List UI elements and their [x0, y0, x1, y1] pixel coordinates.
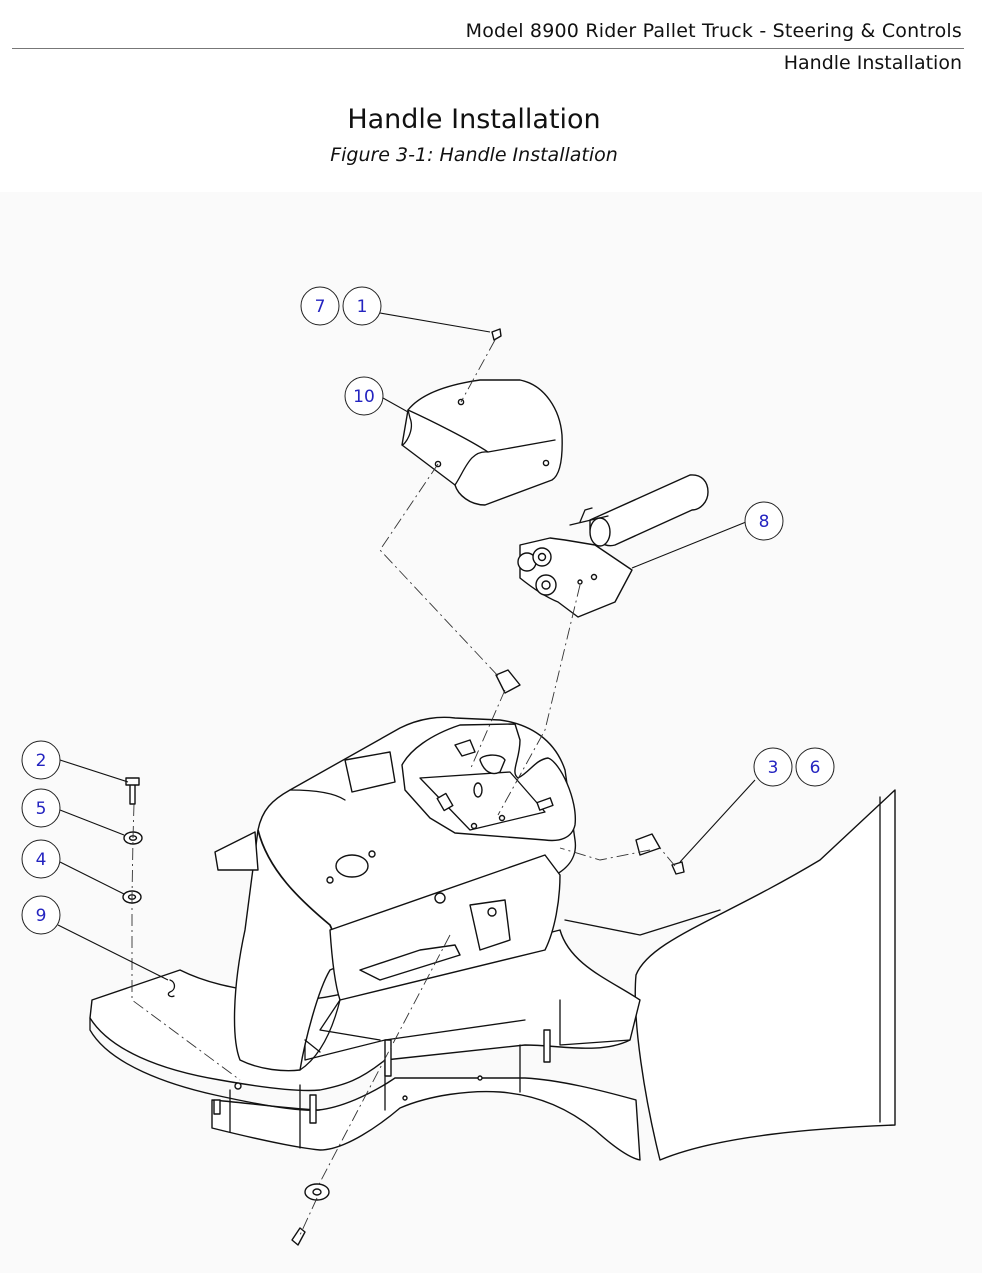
exploded-assembly-figure: 7 1 10 8 2 5 4 9 3 6 [0, 192, 982, 1273]
callout-9-label: 9 [36, 906, 47, 926]
leader-lines [57, 312, 756, 981]
callout-3: 3 [753, 747, 793, 787]
screw-top [491, 328, 502, 341]
callout-10: 10 [344, 376, 384, 416]
figure-caption: Figure 3-1: Handle Installation [330, 144, 618, 166]
assembly-centerlines [131, 339, 676, 1236]
base-frame [89, 909, 721, 1161]
page-heading: Handle Installation [347, 104, 601, 135]
callout-4: 4 [21, 839, 61, 879]
callout-2-label: 2 [36, 751, 47, 771]
callout-2: 2 [21, 740, 61, 780]
callout-9: 9 [21, 895, 61, 935]
hardware-parts [122, 328, 685, 1246]
callout-5: 5 [21, 788, 61, 828]
header-divider [12, 48, 964, 49]
document-title: Model 8900 Rider Pallet Truck - Steering… [465, 20, 962, 42]
control-handle [517, 474, 709, 618]
callout-1: 1 [342, 286, 382, 326]
callout-7: 7 [300, 286, 340, 326]
callout-7-label: 7 [315, 297, 326, 317]
callout-4-label: 4 [36, 850, 47, 870]
callout-8-label: 8 [759, 512, 770, 532]
callout-6-label: 6 [810, 758, 821, 778]
callout-1-label: 1 [357, 297, 368, 317]
callout-3-label: 3 [768, 758, 779, 778]
callout-5-label: 5 [36, 799, 47, 819]
handle-cover [401, 379, 563, 506]
assembly-drawing: 7 1 10 8 2 5 4 9 3 6 [21, 286, 896, 1246]
section-title: Handle Installation [783, 52, 962, 74]
callout-10-label: 10 [353, 387, 375, 407]
callout-6: 6 [795, 747, 835, 787]
callout-8: 8 [744, 501, 784, 541]
side-panel [634, 789, 896, 1161]
mounting-bracket [401, 723, 576, 842]
